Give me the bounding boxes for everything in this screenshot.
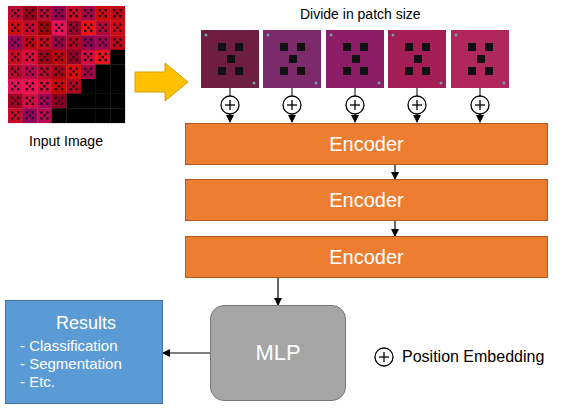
node-title: Encoder — [329, 188, 404, 212]
flow-arrow — [163, 352, 210, 353]
node-title: MLP — [255, 340, 300, 366]
encoder-block: Encoder — [185, 179, 548, 221]
results-box: Results - Classification- Segmentation- E… — [5, 300, 163, 404]
step-label: Divide in patch size — [300, 6, 421, 22]
flow-arrow — [394, 165, 395, 179]
list-item: - Segmentation — [20, 355, 122, 373]
mlp-box: MLP — [210, 305, 346, 401]
flow-arrow — [277, 278, 278, 305]
encoder-block: Encoder — [185, 123, 548, 165]
image-caption: Input Image — [29, 133, 103, 149]
list-item: - Etc. — [20, 373, 55, 391]
patches — [201, 30, 509, 88]
input-image — [8, 6, 125, 123]
flow-arrow — [394, 221, 395, 236]
patch-links — [221, 88, 489, 122]
node-title: Results — [56, 313, 116, 335]
node-title: Encoder — [329, 132, 404, 156]
list-item: - Classification — [20, 337, 118, 355]
legend-symbol — [375, 348, 393, 366]
legend-text: Position Embedding — [402, 348, 544, 366]
encoder-block: Encoder — [185, 236, 548, 278]
yellow-arrow — [135, 63, 188, 101]
node-title: Encoder — [329, 245, 404, 269]
